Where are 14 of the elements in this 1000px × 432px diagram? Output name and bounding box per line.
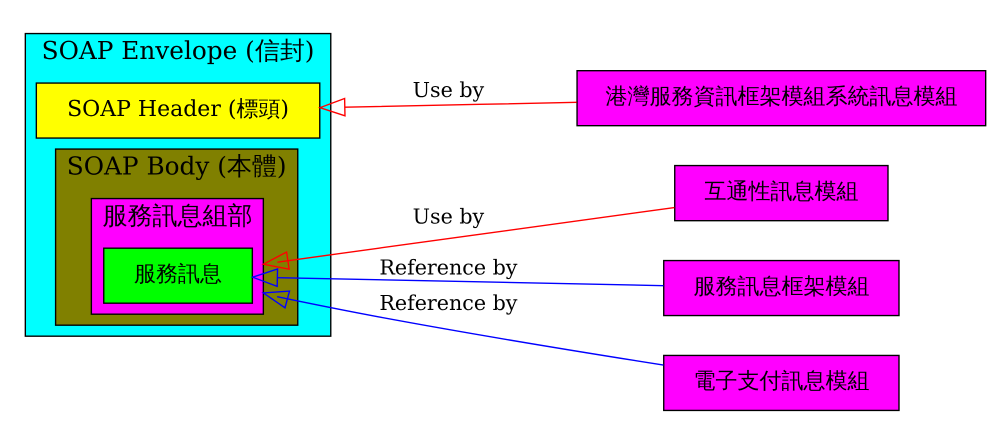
- arrow: [318, 97, 577, 116]
- edge-label: Use by: [412, 77, 484, 102]
- edge-label: Use by: [412, 204, 484, 228]
- node-box: 港灣服務資訊框架模組系統訊息模組: [576, 69, 986, 126]
- node-box: 電子支付訊息模組: [663, 354, 900, 411]
- node-box: 互通性訊息模組: [674, 164, 889, 221]
- arrow: [261, 290, 664, 366]
- node-box: SOAP Header (標頭): [36, 82, 320, 138]
- edge-label: Reference by: [379, 254, 518, 279]
- arrow: [261, 206, 675, 270]
- edge-label: Reference by: [379, 290, 518, 315]
- node-box: 服務訊息框架模組: [663, 259, 900, 316]
- node-box: 服務訊息: [103, 246, 254, 304]
- arrow: [250, 268, 664, 287]
